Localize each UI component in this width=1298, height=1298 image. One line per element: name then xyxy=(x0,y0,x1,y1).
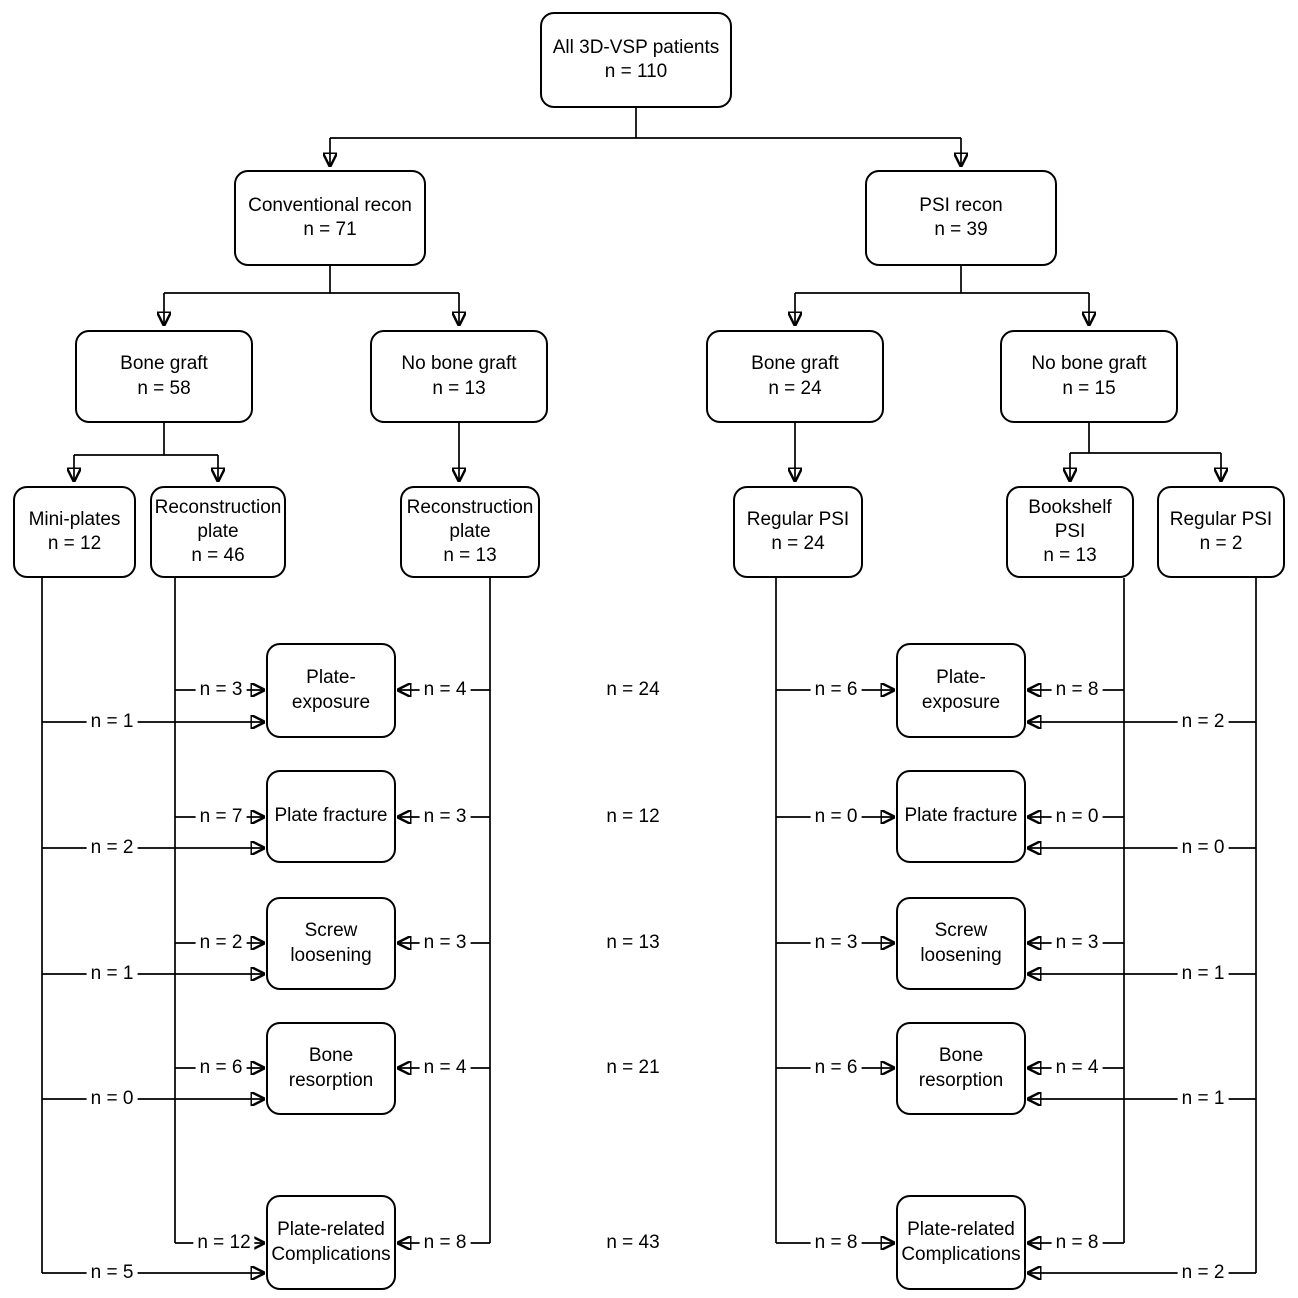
node-recon-plate-bg: Reconstruction plate n = 46 xyxy=(150,486,286,578)
edge-label-regpsinbg-resorption: n = 1 xyxy=(1177,1088,1229,1110)
edge-label-bookshelf-exposure: n = 8 xyxy=(1051,679,1103,701)
edge-label-regpsibg-exposure: n = 6 xyxy=(810,679,862,701)
plate-fracture-right-label: Plate fracture xyxy=(904,805,1018,827)
total-label-fracture: n = 12 xyxy=(606,806,660,827)
node-plate-related-complications-right: Plate-related Complications xyxy=(896,1195,1026,1290)
edge-label-regpsibg-complications: n = 8 xyxy=(810,1232,862,1254)
edge-label-bookshelf-complications: n = 8 xyxy=(1051,1232,1103,1254)
plate-exposure-right-label: Plate-exposure xyxy=(921,667,1001,713)
edge-label-mini-loosening: n = 1 xyxy=(86,963,138,985)
edge-label-mini-resorption: n = 0 xyxy=(86,1088,138,1110)
node-bone-resorption-right: Bone resorption xyxy=(896,1022,1026,1115)
plate-fracture-left-label: Plate fracture xyxy=(274,805,388,827)
node-screw-loosening-left: Screw loosening xyxy=(266,897,396,990)
node-recon-plate-bg-count: n = 46 xyxy=(191,545,245,567)
plate-related-complications-left-label: Plate-related Complications xyxy=(271,1219,391,1265)
node-psi-label: PSI recon xyxy=(919,194,1003,216)
node-conv-no-bone-graft-label: No bone graft xyxy=(401,353,517,375)
node-psi-bone-graft: Bone graft n = 24 xyxy=(706,330,884,423)
total-label-complications: n = 43 xyxy=(606,1232,660,1253)
node-conv-no-bone-graft-count: n = 13 xyxy=(432,377,486,399)
edge-label-bookshelf-loosening: n = 3 xyxy=(1051,932,1103,954)
node-plate-fracture-left: Plate fracture xyxy=(266,770,396,863)
plate-exposure-left-label: Plate-exposure xyxy=(291,667,371,713)
node-conv-bone-graft-label: Bone graft xyxy=(120,353,208,375)
node-recon-plate-bg-label: Reconstruction plate xyxy=(154,496,282,542)
node-regular-psi-bg: Regular PSI n = 24 xyxy=(733,486,863,578)
node-conv-bone-graft: Bone graft n = 58 xyxy=(75,330,253,423)
edge-label-mini-complications: n = 5 xyxy=(86,1262,138,1284)
node-mini-plates-label: Mini-plates xyxy=(28,508,121,530)
node-root-count: n = 110 xyxy=(604,61,668,82)
edge-label-regpsinbg-complications: n = 2 xyxy=(1177,1262,1229,1284)
node-root: All 3D-VSP patients n = 110 xyxy=(540,12,732,108)
node-psi-recon: PSI recon n = 39 xyxy=(865,170,1057,266)
node-plate-related-complications-left: Plate-related Complications xyxy=(266,1195,396,1290)
edge-label-reconnbg-exposure: n = 4 xyxy=(419,679,471,701)
node-regular-psi-bg-count: n = 24 xyxy=(771,533,825,554)
total-label-loosening: n = 13 xyxy=(606,932,660,953)
node-conventional-label: Conventional recon xyxy=(248,194,412,216)
edge-label-bookshelf-fracture: n = 0 xyxy=(1051,806,1103,828)
node-plate-exposure-left: Plate-exposure xyxy=(266,643,396,738)
edge-label-mini-fracture: n = 2 xyxy=(86,837,138,859)
node-recon-plate-nbg-count: n = 13 xyxy=(443,545,497,567)
edge-label-mini-exposure: n = 1 xyxy=(86,711,138,733)
edge-label-reconnbg-resorption: n = 4 xyxy=(419,1057,471,1079)
edge-label-reconnbg-complications: n = 8 xyxy=(419,1232,471,1254)
node-screw-loosening-right: Screw loosening xyxy=(896,897,1026,990)
node-psi-bone-graft-count: n = 24 xyxy=(768,377,822,399)
screw-loosening-left-label: Screw loosening xyxy=(290,920,372,966)
node-bookshelf-psi: Bookshelf PSI n = 13 xyxy=(1006,486,1134,578)
node-recon-plate-nbg-label: Reconstruction plate xyxy=(406,496,534,542)
node-psi-no-bone-graft-label: No bone graft xyxy=(1031,353,1147,375)
screw-loosening-right-label: Screw loosening xyxy=(920,920,1002,966)
node-conv-no-bone-graft: No bone graft n = 13 xyxy=(370,330,548,423)
node-conventional-recon: Conventional recon n = 71 xyxy=(234,170,426,266)
edge-label-reconbg-fracture: n = 7 xyxy=(195,806,247,828)
node-bookshelf-psi-label: Bookshelf PSI xyxy=(1028,496,1112,542)
node-regular-psi-nbg-count: n = 2 xyxy=(1199,533,1243,554)
node-conventional-count: n = 71 xyxy=(303,219,357,240)
node-regular-psi-nbg: Regular PSI n = 2 xyxy=(1157,486,1285,578)
node-regular-psi-bg-label: Regular PSI xyxy=(746,508,850,530)
node-psi-no-bone-graft: No bone graft n = 15 xyxy=(1000,330,1178,423)
edge-label-reconnbg-loosening: n = 3 xyxy=(419,932,471,954)
edge-label-regpsibg-fracture: n = 0 xyxy=(810,806,862,828)
node-bookshelf-psi-count: n = 13 xyxy=(1043,545,1097,567)
node-psi-no-bone-graft-count: n = 15 xyxy=(1062,377,1116,399)
edge-label-reconbg-loosening: n = 2 xyxy=(195,932,247,954)
node-regular-psi-nbg-label: Regular PSI xyxy=(1169,508,1273,530)
edge-label-bookshelf-resorption: n = 4 xyxy=(1051,1057,1103,1079)
total-label-exposure: n = 24 xyxy=(606,679,660,700)
edge-label-reconbg-exposure: n = 3 xyxy=(195,679,247,701)
node-plate-fracture-right: Plate fracture xyxy=(896,770,1026,863)
edge-label-regpsibg-loosening: n = 3 xyxy=(810,932,862,954)
edge-label-reconbg-resorption: n = 6 xyxy=(195,1057,247,1079)
node-conv-bone-graft-count: n = 58 xyxy=(137,377,191,399)
node-root-label: All 3D-VSP patients xyxy=(552,36,720,58)
total-label-resorption: n = 21 xyxy=(606,1057,660,1078)
bone-resorption-left-label: Bone resorption xyxy=(288,1045,374,1091)
node-bone-resorption-left: Bone resorption xyxy=(266,1022,396,1115)
edge-label-reconnbg-fracture: n = 3 xyxy=(419,806,471,828)
edge-label-reconbg-complications: n = 12 xyxy=(193,1232,255,1254)
node-recon-plate-nbg: Reconstruction plate n = 13 xyxy=(400,486,540,578)
node-mini-plates: Mini-plates n = 12 xyxy=(13,486,136,578)
edge-label-regpsinbg-fracture: n = 0 xyxy=(1177,837,1229,859)
plate-related-complications-right-label: Plate-related Complications xyxy=(901,1219,1021,1265)
node-psi-bone-graft-label: Bone graft xyxy=(751,353,839,375)
node-plate-exposure-right: Plate-exposure xyxy=(896,643,1026,738)
edge-label-regpsibg-resorption: n = 6 xyxy=(810,1057,862,1079)
edge-label-regpsinbg-loosening: n = 1 xyxy=(1177,963,1229,985)
edge-label-regpsinbg-exposure: n = 2 xyxy=(1177,711,1229,733)
bone-resorption-right-label: Bone resorption xyxy=(918,1045,1004,1091)
node-mini-plates-count: n = 12 xyxy=(47,533,102,554)
node-psi-count: n = 39 xyxy=(934,219,988,240)
